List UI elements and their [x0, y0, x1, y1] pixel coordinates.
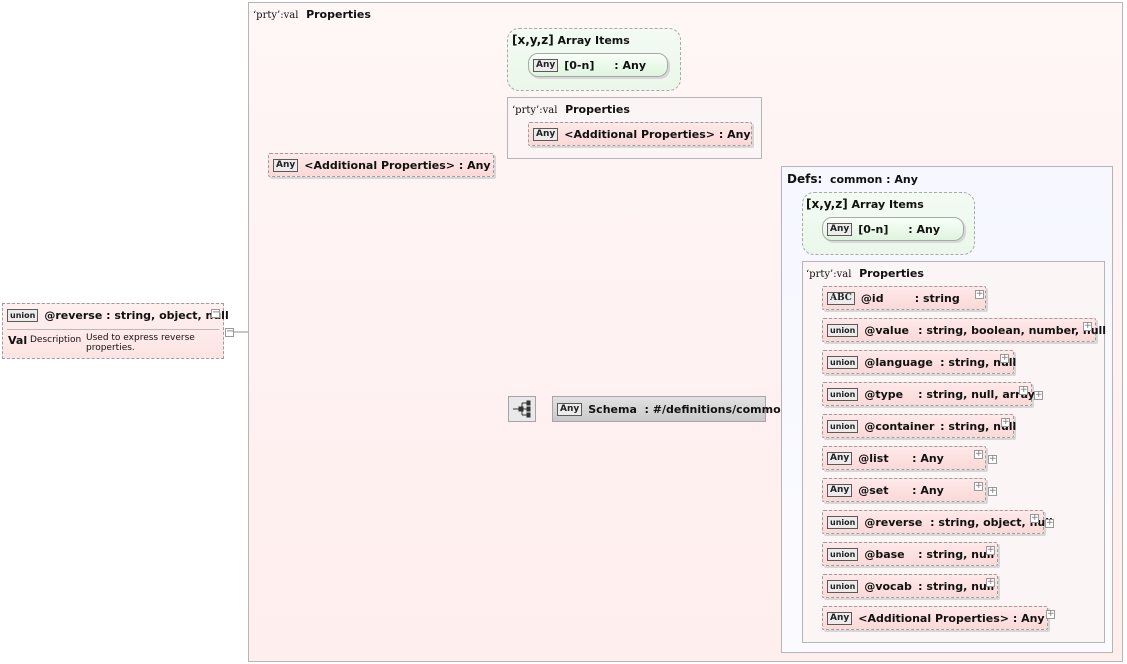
node-type: : Any [458, 158, 491, 172]
expand-icon[interactable]: + [988, 486, 997, 496]
node-name: [0-n] [564, 58, 595, 72]
additional-properties-node[interactable]: Any <Additional Properties> : Any [528, 122, 752, 146]
defs-property-node[interactable]: Any @list : Any [822, 446, 986, 470]
node-type: : Any [718, 127, 751, 141]
union-type-badge: union [827, 323, 859, 337]
node-name: @base [864, 547, 905, 561]
annotation-text: Used to express reverse properties. [86, 333, 195, 353]
expand-icon[interactable]: + [974, 449, 983, 459]
node-type: : string [914, 291, 960, 305]
expand-icon[interactable]: + [974, 481, 983, 491]
node-name: @value [864, 323, 909, 337]
expand-icon[interactable]: + [1001, 417, 1010, 427]
expand-icon[interactable]: + [986, 545, 995, 555]
defs-property-node[interactable]: Any <Additional Properties> : Any [822, 606, 1048, 630]
union-type-badge: union [827, 419, 859, 433]
any-type-badge: Any [827, 483, 853, 497]
any-type-badge: Any [827, 222, 853, 236]
array-icon: [x,y,z] [512, 33, 554, 47]
node-type: : Any [912, 451, 944, 465]
node-type: : Any [908, 222, 940, 236]
node-name: @type [864, 387, 904, 401]
node-type: : Any [614, 58, 646, 72]
annotation-label: Description [30, 335, 82, 345]
node-type: : string, boolean, number, null [918, 323, 1107, 337]
properties-panel-outer-title: ‘prty’:val Properties [253, 8, 371, 21]
node-name: <Additional Properties> [564, 127, 715, 141]
defs-array-items-title: [x,y,z] Array Items [806, 197, 924, 211]
root-node-name: @reverse [44, 309, 103, 322]
annotation-tag: Val [8, 334, 28, 347]
node-name: <Additional Properties> [858, 611, 1009, 625]
defs-property-node[interactable]: union @type : string, null, array [822, 382, 1035, 406]
node-type: : string, object, null [930, 515, 1053, 529]
expand-icon[interactable]: + [1030, 513, 1039, 523]
node-name: @vocab [864, 579, 912, 593]
defs-property-node[interactable]: union @vocab : string, null [822, 574, 998, 598]
root-node-header: union @reverse : string, object, null [7, 309, 229, 322]
any-type-badge: Any [827, 611, 853, 625]
union-type-badge: union [7, 309, 39, 322]
collapse-icon[interactable]: − [211, 307, 221, 318]
annotation-divider [7, 329, 219, 330]
node-type: : Any [912, 483, 944, 497]
defs-property-node[interactable]: union @value : string, boolean, number, n… [822, 318, 1106, 342]
root-node-type: : string, object, null [106, 309, 229, 322]
collapse-icon[interactable]: − [225, 326, 235, 337]
defs-array-item-node[interactable]: Any [0-n] : Any [822, 217, 964, 241]
any-type-badge: Any [533, 127, 559, 141]
node-name: <Additional Properties> [304, 158, 455, 172]
node-type: : string, null [940, 419, 1017, 433]
node-name: @set [858, 483, 889, 497]
any-type-badge: Any [273, 158, 299, 172]
array-icon: [x,y,z] [806, 197, 848, 211]
node-type: : string, null, array [918, 387, 1035, 401]
expand-icon[interactable]: + [1046, 609, 1055, 619]
any-type-badge: Any [533, 58, 559, 72]
additional-properties-node[interactable]: Any <Additional Properties> : Any [268, 153, 494, 177]
array-item-node[interactable]: Any [0-n] : Any [528, 53, 668, 77]
definitions-panel-title: Defs: common : Any [787, 172, 918, 186]
properties-panel-mid-title: ‘prty’:val Properties [512, 103, 630, 116]
any-type-badge: Any [557, 402, 583, 416]
defs-property-node[interactable]: union @reverse : string, object, null [822, 510, 1053, 534]
node-name: @reverse [864, 515, 923, 529]
node-name: [0-n] [858, 222, 889, 236]
expand-icon[interactable]: + [1019, 385, 1028, 395]
node-type: : Any [1012, 611, 1045, 625]
defs-property-node[interactable]: union @language : string, null [822, 350, 1017, 374]
union-type-badge: union [827, 355, 859, 369]
node-type: : string, null [918, 579, 995, 593]
expand-icon[interactable]: + [988, 454, 997, 464]
node-name: Schema [588, 402, 637, 416]
node-type: : string, null [918, 547, 995, 561]
expand-icon[interactable]: + [986, 577, 995, 587]
defs-property-node[interactable]: union @base : string, null [822, 542, 998, 566]
array-items-title: [x,y,z] Array Items [512, 33, 630, 47]
node-type: : #/definitions/common [644, 402, 789, 416]
defs-properties-panel-title: ‘prty’:val Properties [806, 267, 924, 280]
defs-property-node[interactable]: Any @set : Any [822, 478, 986, 502]
node-name: @language [864, 355, 933, 369]
union-type-badge: union [827, 579, 859, 593]
node-name: @id [860, 291, 884, 305]
root-node-reverse[interactable]: union @reverse : string, object, null − … [2, 303, 229, 359]
any-type-badge: Any [827, 451, 853, 465]
union-type-badge: union [827, 387, 859, 401]
sequence-compositor-icon[interactable] [508, 396, 536, 422]
expand-icon[interactable]: + [1000, 353, 1009, 363]
defs-property-node[interactable]: union @container : string, null [822, 414, 1017, 438]
expand-icon[interactable]: + [1045, 518, 1054, 528]
expand-icon[interactable]: + [975, 289, 984, 299]
node-type: : string, null [940, 355, 1017, 369]
node-name: @container [864, 419, 935, 433]
node-name: @list [858, 451, 889, 465]
defs-property-node[interactable]: ABC @id : string [822, 286, 986, 310]
expand-icon[interactable]: + [1083, 321, 1092, 331]
string-type-badge: ABC [827, 291, 855, 305]
expand-icon[interactable]: + [1034, 390, 1043, 400]
schema-reference-node[interactable]: Any Schema : #/definitions/common [552, 396, 788, 422]
union-type-badge: union [827, 547, 859, 561]
union-type-badge: union [827, 515, 859, 529]
